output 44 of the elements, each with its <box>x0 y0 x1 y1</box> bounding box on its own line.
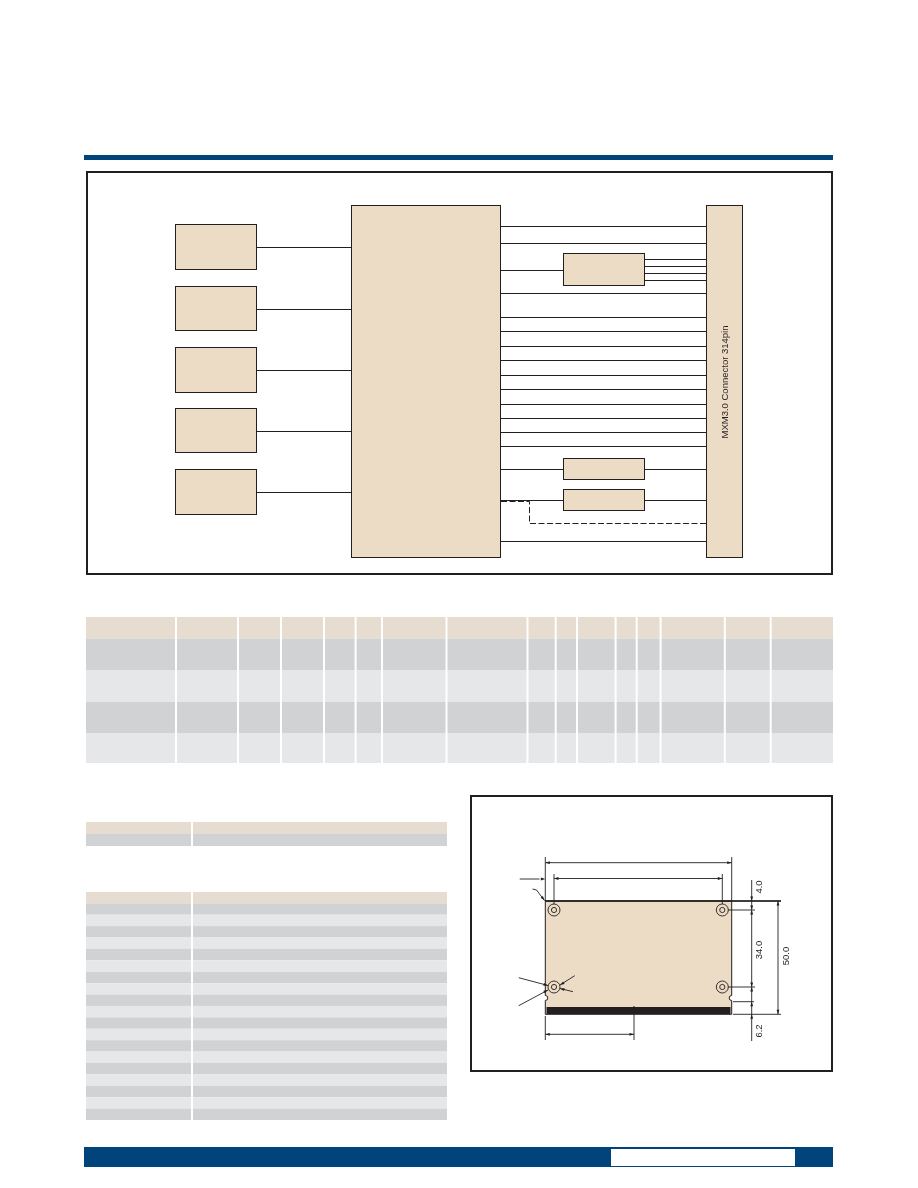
connector-line <box>500 317 707 318</box>
connector-line <box>256 370 352 371</box>
connector-line <box>500 360 707 361</box>
empty-box <box>563 489 645 511</box>
connector-line <box>500 446 707 447</box>
connector-line <box>500 469 564 470</box>
empty-box <box>563 253 645 286</box>
connector-line <box>256 492 352 493</box>
connector-line <box>500 404 707 405</box>
connector-line <box>500 389 707 390</box>
connector-line <box>500 346 707 347</box>
dimension-label: 4.0 <box>753 880 764 894</box>
connector-line <box>644 266 707 267</box>
connector-line <box>644 259 707 260</box>
connector-line <box>256 309 352 310</box>
connector-line <box>500 375 707 376</box>
block-box <box>706 205 743 558</box>
empty-box <box>351 205 501 558</box>
connector-line <box>644 280 707 281</box>
connector-line <box>500 243 707 244</box>
connector-line <box>644 273 707 274</box>
connector-line <box>500 418 707 419</box>
connector-line <box>256 247 352 248</box>
empty-box <box>175 347 257 393</box>
connector-line <box>500 226 707 227</box>
connector-line <box>500 331 707 332</box>
connector-line <box>500 293 707 294</box>
empty-box <box>175 224 257 270</box>
dimension-label: 6.2 <box>753 1024 764 1038</box>
empty-box <box>175 469 257 515</box>
connector-line <box>644 469 707 470</box>
connector-line <box>500 541 707 542</box>
node-label: MXM3.0 Connector 314pin <box>719 325 730 438</box>
connector-line <box>644 500 707 501</box>
dimension-label: 50.0 <box>780 946 791 966</box>
connector-line <box>500 432 707 433</box>
connector-line <box>500 500 564 501</box>
empty-box <box>175 286 257 331</box>
connector-line <box>256 431 352 432</box>
dashed-connector-line <box>500 501 707 524</box>
connector-line <box>500 270 564 271</box>
empty-box <box>563 458 645 480</box>
dimension-label: 34.0 <box>753 940 764 960</box>
empty-box <box>175 408 257 453</box>
